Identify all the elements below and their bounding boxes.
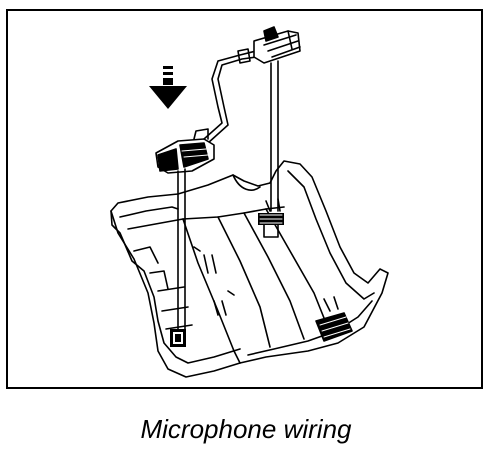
leader-lines [177,60,279,332]
wiring-illustration [110,26,389,378]
figure-caption: Microphone wiring [140,414,352,444]
down-arrow-icon [149,66,187,109]
illustration-frame [6,9,483,389]
ceiling-console-icon [110,160,389,378]
microphone-connector-icon [155,128,215,174]
wiring-harness-icon [155,26,301,174]
